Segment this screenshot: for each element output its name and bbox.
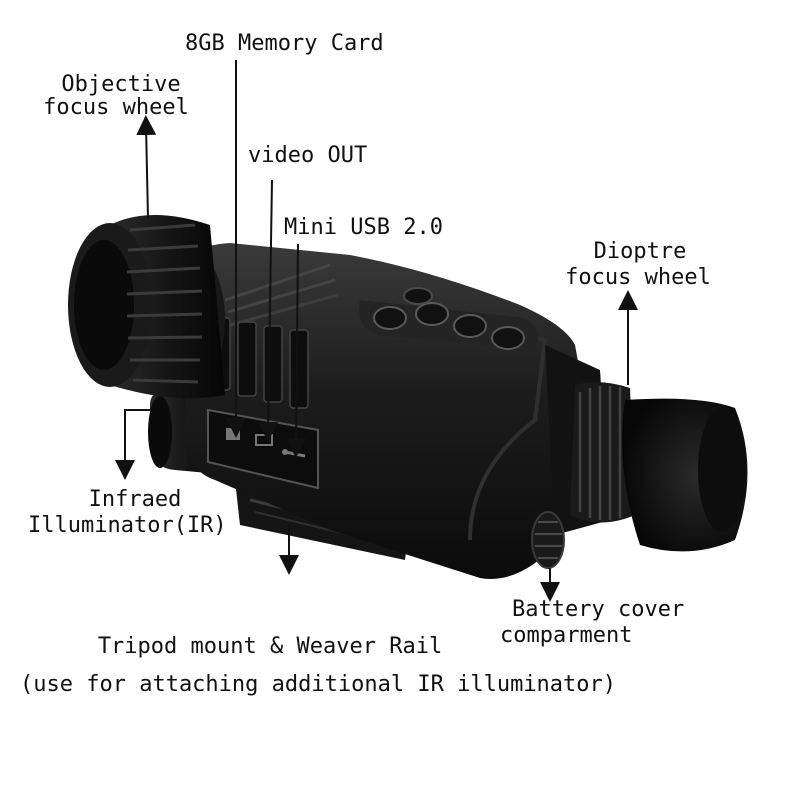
video-out-label: video OUT — [248, 143, 368, 168]
tripod-label-line1: Tripod mount & Weaver Rail — [97, 634, 443, 659]
objective-label-line2: focus wheel — [43, 95, 189, 120]
mini-usb-label: Mini USB 2.0 — [284, 215, 443, 240]
infrared-label-line2: Illuminator(IR) — [28, 513, 227, 538]
battery-label-line1: Battery cover — [512, 597, 685, 622]
objective-pointer — [136, 115, 157, 219]
video-out-pointer — [258, 179, 279, 442]
dioptre-label-line2: focus wheel — [565, 265, 711, 290]
battery-cover — [531, 511, 565, 569]
eyecup — [622, 398, 748, 552]
device-body — [185, 243, 585, 579]
battery-label-line2: comparment — [500, 623, 633, 648]
objective-focus-wheel — [68, 215, 225, 399]
tripod-label-line2: (use for attaching additional IR illumin… — [20, 672, 617, 697]
mini-usb-pointer — [286, 243, 307, 458]
memory-card-label: 8GB Memory Card — [185, 31, 384, 56]
control-buttons — [373, 287, 525, 350]
infrared-label-line1: Infraed — [88, 487, 182, 512]
sd-card-port-icon — [226, 428, 240, 440]
dioptre-focus-wheel — [545, 345, 635, 535]
callout-lines — [115, 60, 638, 602]
dioptre-label-line1: Dioptre — [593, 239, 687, 264]
objective-label-line1: Objective — [61, 72, 181, 97]
infrared-pointer — [115, 409, 150, 480]
